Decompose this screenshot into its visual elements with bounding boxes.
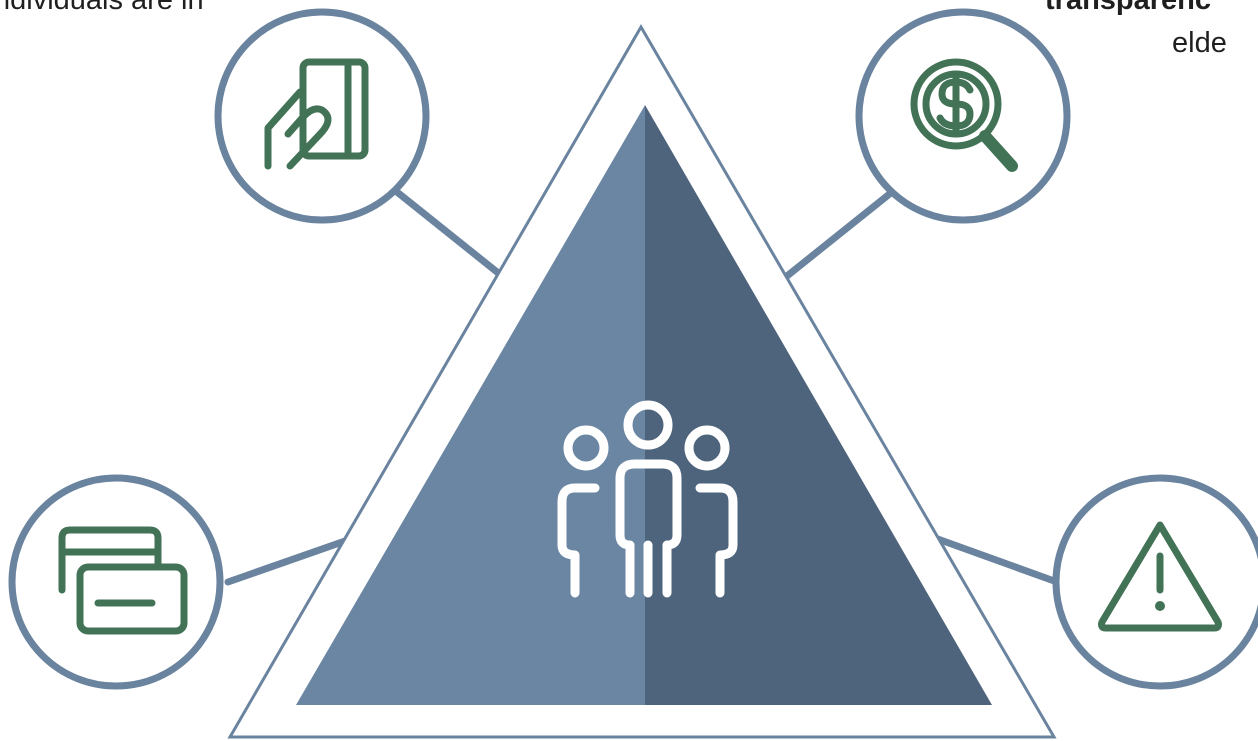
cropped-text-top-right: elde	[1172, 27, 1227, 59]
cropped-text-top-left: ndividuals are in	[0, 0, 204, 16]
warning-triangle-icon	[1098, 521, 1222, 632]
stacked-cards-icon	[58, 526, 188, 635]
cropped-text-top-right-bold: transparenc	[1045, 0, 1212, 16]
warning-dot	[1155, 601, 1165, 611]
circle-top-left	[214, 8, 430, 224]
pyramid-left-half	[296, 105, 645, 705]
dollar-magnifier-icon	[910, 58, 1018, 172]
people-group-icon	[557, 400, 738, 598]
hand-holding-card-icon	[264, 58, 369, 170]
circle-top-right	[855, 8, 1071, 224]
